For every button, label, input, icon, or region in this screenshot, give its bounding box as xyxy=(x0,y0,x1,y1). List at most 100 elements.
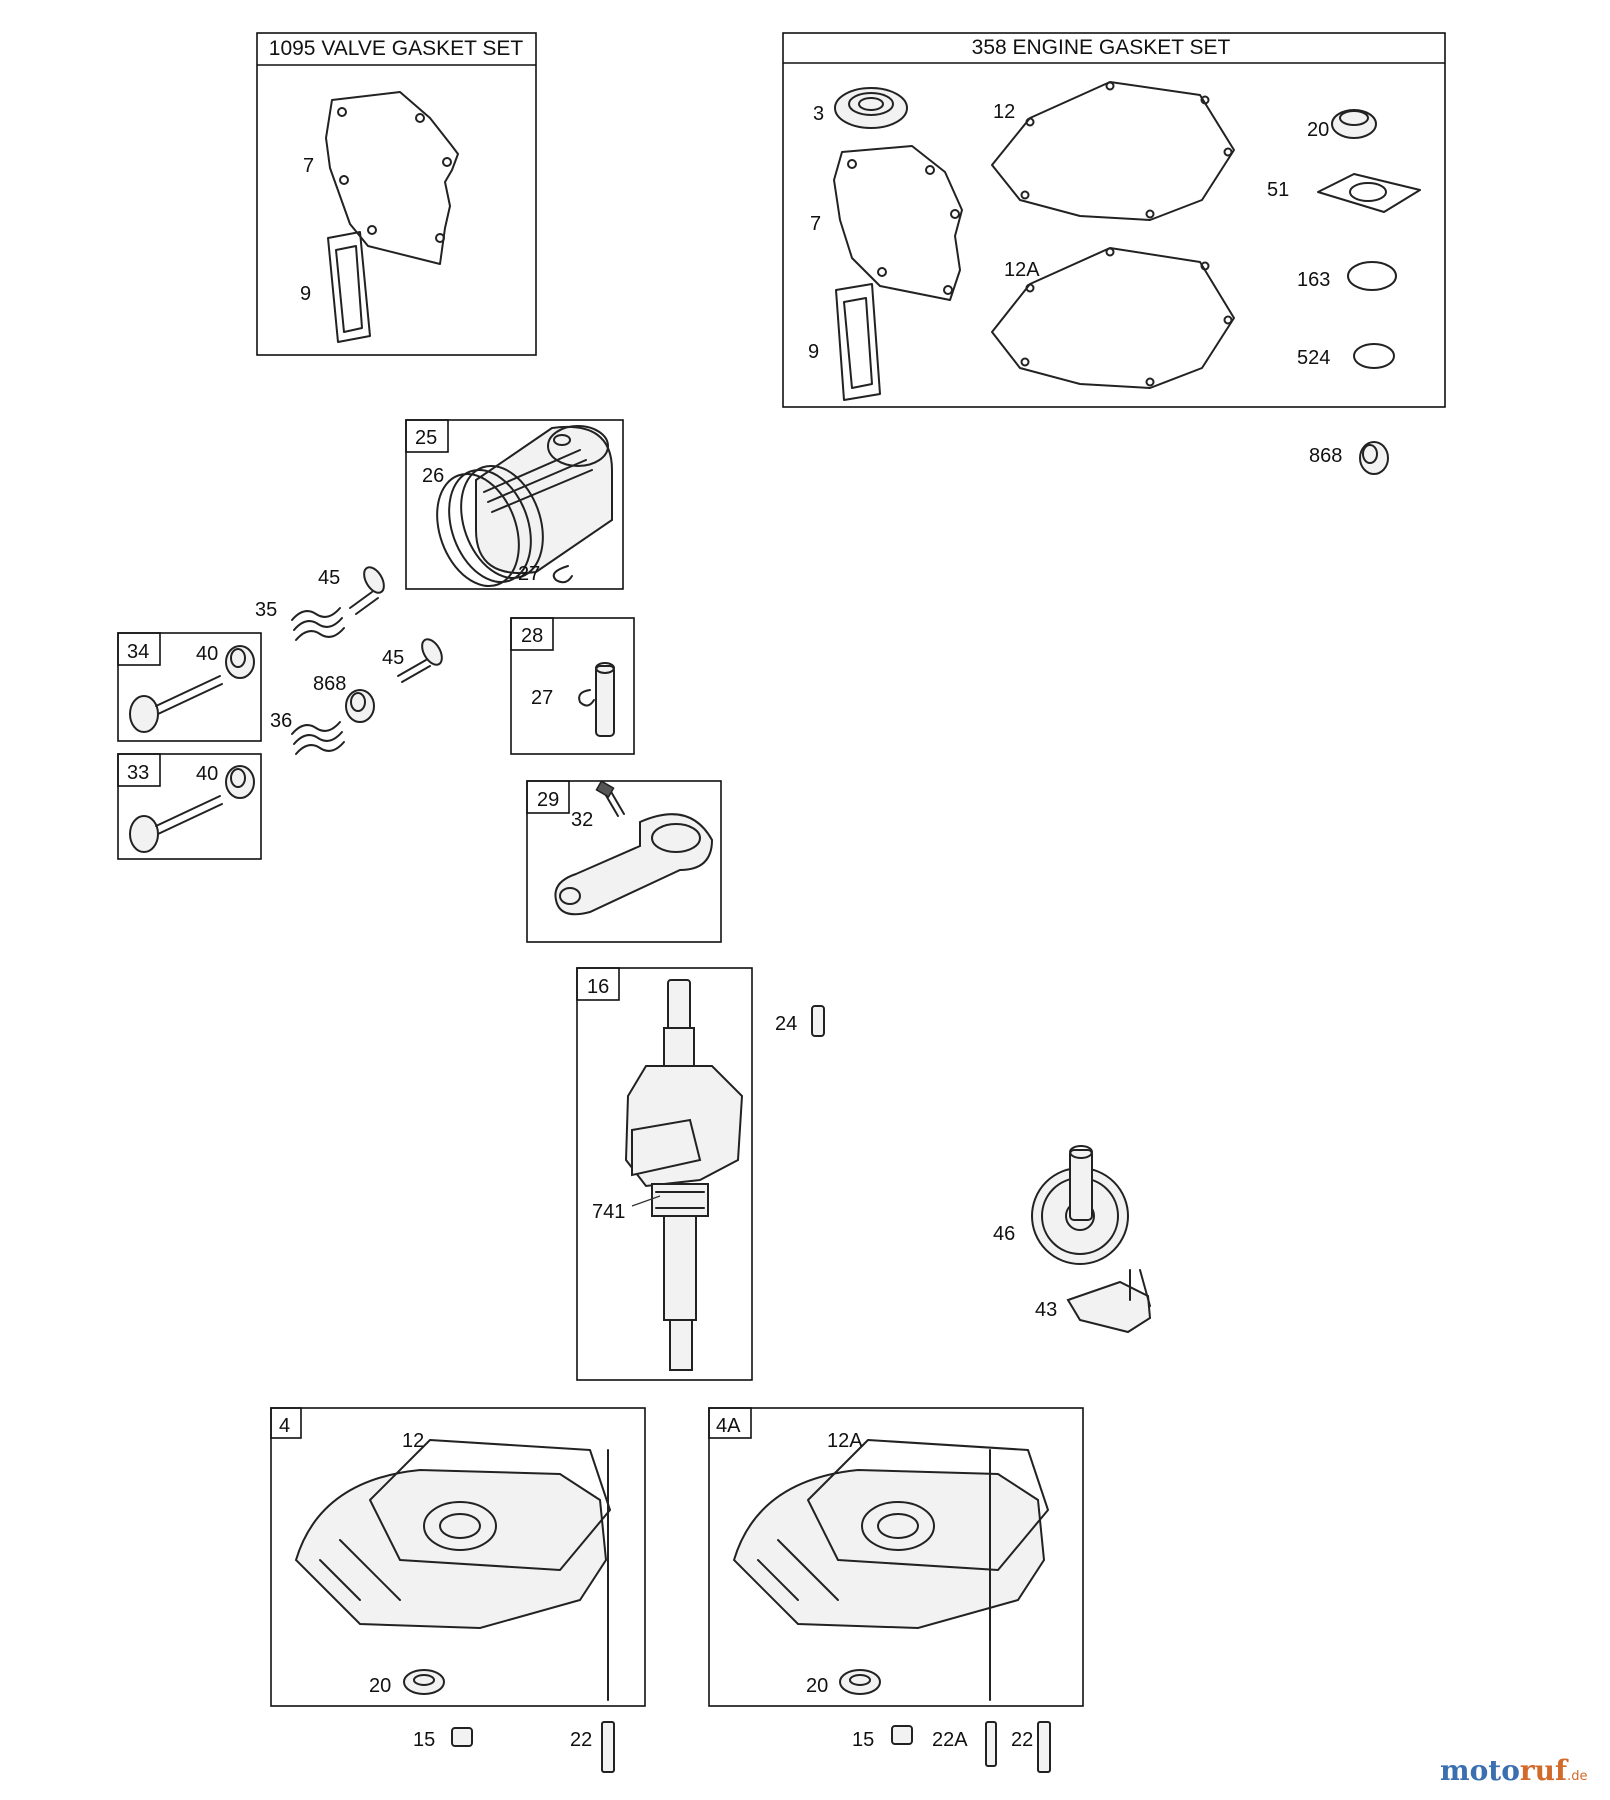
valve-gasket-set-title: 1095 VALVE GASKET SET xyxy=(269,37,524,60)
part-label: 22A xyxy=(932,1729,968,1751)
head-gasket-part xyxy=(833,145,963,301)
part-label: 741 xyxy=(592,1201,625,1223)
engine-gasket-set-title: 358 ENGINE GASKET SET xyxy=(972,36,1231,59)
oil-seal-part xyxy=(834,87,908,129)
valve-spring-part: 36 xyxy=(270,710,345,755)
part-label: 868 xyxy=(1309,445,1342,467)
valve-cover-gasket-part xyxy=(327,231,371,343)
valve-seal-part xyxy=(225,645,255,679)
o-ring-part xyxy=(1347,261,1397,291)
crankcase-gasket-alt-part xyxy=(991,247,1235,389)
crankcase-gasket-part xyxy=(991,81,1235,221)
piston-box: 25 26 27 xyxy=(405,419,624,590)
part-label: 524 xyxy=(1297,347,1330,369)
valve-gasket-set-box: 1095 VALVE GASKET SET 7 9 xyxy=(256,32,537,356)
cylinder-head-gasket-part xyxy=(325,91,459,265)
part-label: 46 xyxy=(993,1223,1015,1245)
exhaust-valve-box: 33 40 xyxy=(117,753,262,860)
connecting-rod-box: 29 32 xyxy=(526,780,722,943)
part-label: 40 xyxy=(196,763,218,785)
part-label: 7 xyxy=(303,155,314,177)
part-label: 26 xyxy=(422,465,444,487)
intake-valve-box: 34 40 xyxy=(117,632,262,742)
watermark-tld: .de xyxy=(1567,1769,1587,1784)
box-number: 29 xyxy=(537,789,559,811)
part-label: 12A xyxy=(1004,259,1040,281)
crankcase-cover-part xyxy=(294,1439,611,1630)
valve-cap-part: 45 xyxy=(318,566,385,615)
connecting-rod-part xyxy=(554,813,714,916)
part-label: 3 xyxy=(813,103,824,125)
dowel-pin-part: 24 xyxy=(775,1005,825,1037)
governor-part: 43 xyxy=(1035,1269,1152,1334)
part-label: 20 xyxy=(1307,119,1329,141)
box-number: 25 xyxy=(415,427,437,449)
part-label: 12 xyxy=(993,101,1015,123)
part-label: 51 xyxy=(1267,179,1289,201)
valve-part xyxy=(129,795,223,853)
piston-pin-box: 28 27 xyxy=(510,617,635,755)
part-label: 9 xyxy=(300,283,311,305)
part-label: 868 xyxy=(313,673,346,695)
part-label: 163 xyxy=(1297,269,1330,291)
part-label: 27 xyxy=(531,687,553,709)
seal-ring-part xyxy=(1331,109,1377,139)
box-number: 28 xyxy=(521,625,543,647)
part-label: 20 xyxy=(806,1675,828,1697)
part-label: 22 xyxy=(570,1729,592,1751)
box-number: 34 xyxy=(127,641,149,663)
valve-part xyxy=(129,675,223,733)
crankcase-cover-box: 4 12 20 xyxy=(270,1407,646,1707)
valve-seal-part xyxy=(225,765,255,799)
cover-bolt-part: 22A xyxy=(932,1721,997,1767)
valve-seal-part: 868 xyxy=(1309,441,1389,475)
oil-seal-part xyxy=(403,1669,445,1695)
retaining-clip-part xyxy=(552,565,573,584)
retaining-clip-part xyxy=(578,689,595,707)
svg-text:motoruf.de: motoruf.de xyxy=(1440,1754,1587,1787)
part-label: 12A xyxy=(827,1430,863,1452)
box-number: 33 xyxy=(127,762,149,784)
part-label: 45 xyxy=(318,567,340,589)
part-label: 43 xyxy=(1035,1299,1057,1321)
crankcase-cover-alt-box: 4A 12A 20 xyxy=(708,1407,1084,1707)
rod-bolt-part xyxy=(595,780,625,817)
part-label: 40 xyxy=(196,643,218,665)
drain-plug-part: 15 xyxy=(413,1727,473,1751)
engine-gasket-set-box: 358 ENGINE GASKET SET xyxy=(782,32,1446,408)
box-number: 4 xyxy=(279,1415,290,1437)
watermark-part1: moto xyxy=(1440,1754,1520,1787)
valve-cap-part: 45 xyxy=(382,638,443,683)
drain-plug-part: 15 xyxy=(852,1725,913,1751)
part-label: 12 xyxy=(402,1430,424,1452)
valve-spring-part: 35 xyxy=(255,599,345,641)
part-label: 27 xyxy=(518,563,540,585)
part-label: 15 xyxy=(413,1729,435,1751)
piston-pin-part xyxy=(595,662,615,737)
watermark-part2: ruf xyxy=(1520,1754,1569,1787)
piston-part xyxy=(475,425,613,575)
cover-bolt-part: 22 xyxy=(1011,1721,1051,1773)
box-number: 4A xyxy=(716,1415,741,1437)
part-label: 35 xyxy=(255,599,277,621)
o-ring-small-part xyxy=(1353,343,1395,369)
crankcase-cover-part xyxy=(732,1439,1049,1630)
box-number: 16 xyxy=(587,976,609,998)
valve-cover-gasket-part xyxy=(835,283,881,401)
valve-seal-part: 868 xyxy=(313,673,375,723)
exhaust-gasket-part xyxy=(1317,173,1421,213)
part-label: 45 xyxy=(382,647,404,669)
crankshaft-part xyxy=(624,979,744,1371)
part-label: 22 xyxy=(1011,1729,1033,1751)
part-label: 20 xyxy=(369,1675,391,1697)
part-label: 36 xyxy=(270,710,292,732)
site-watermark: motoruf.de xyxy=(1440,1754,1587,1787)
part-label: 32 xyxy=(571,809,593,831)
cover-bolt-part: 22 xyxy=(570,1721,615,1773)
part-label: 9 xyxy=(808,341,819,363)
oil-seal-part xyxy=(839,1669,881,1695)
camshaft-part: 46 xyxy=(993,1145,1129,1265)
part-label: 24 xyxy=(775,1013,797,1035)
piston-rings-part xyxy=(436,464,544,588)
